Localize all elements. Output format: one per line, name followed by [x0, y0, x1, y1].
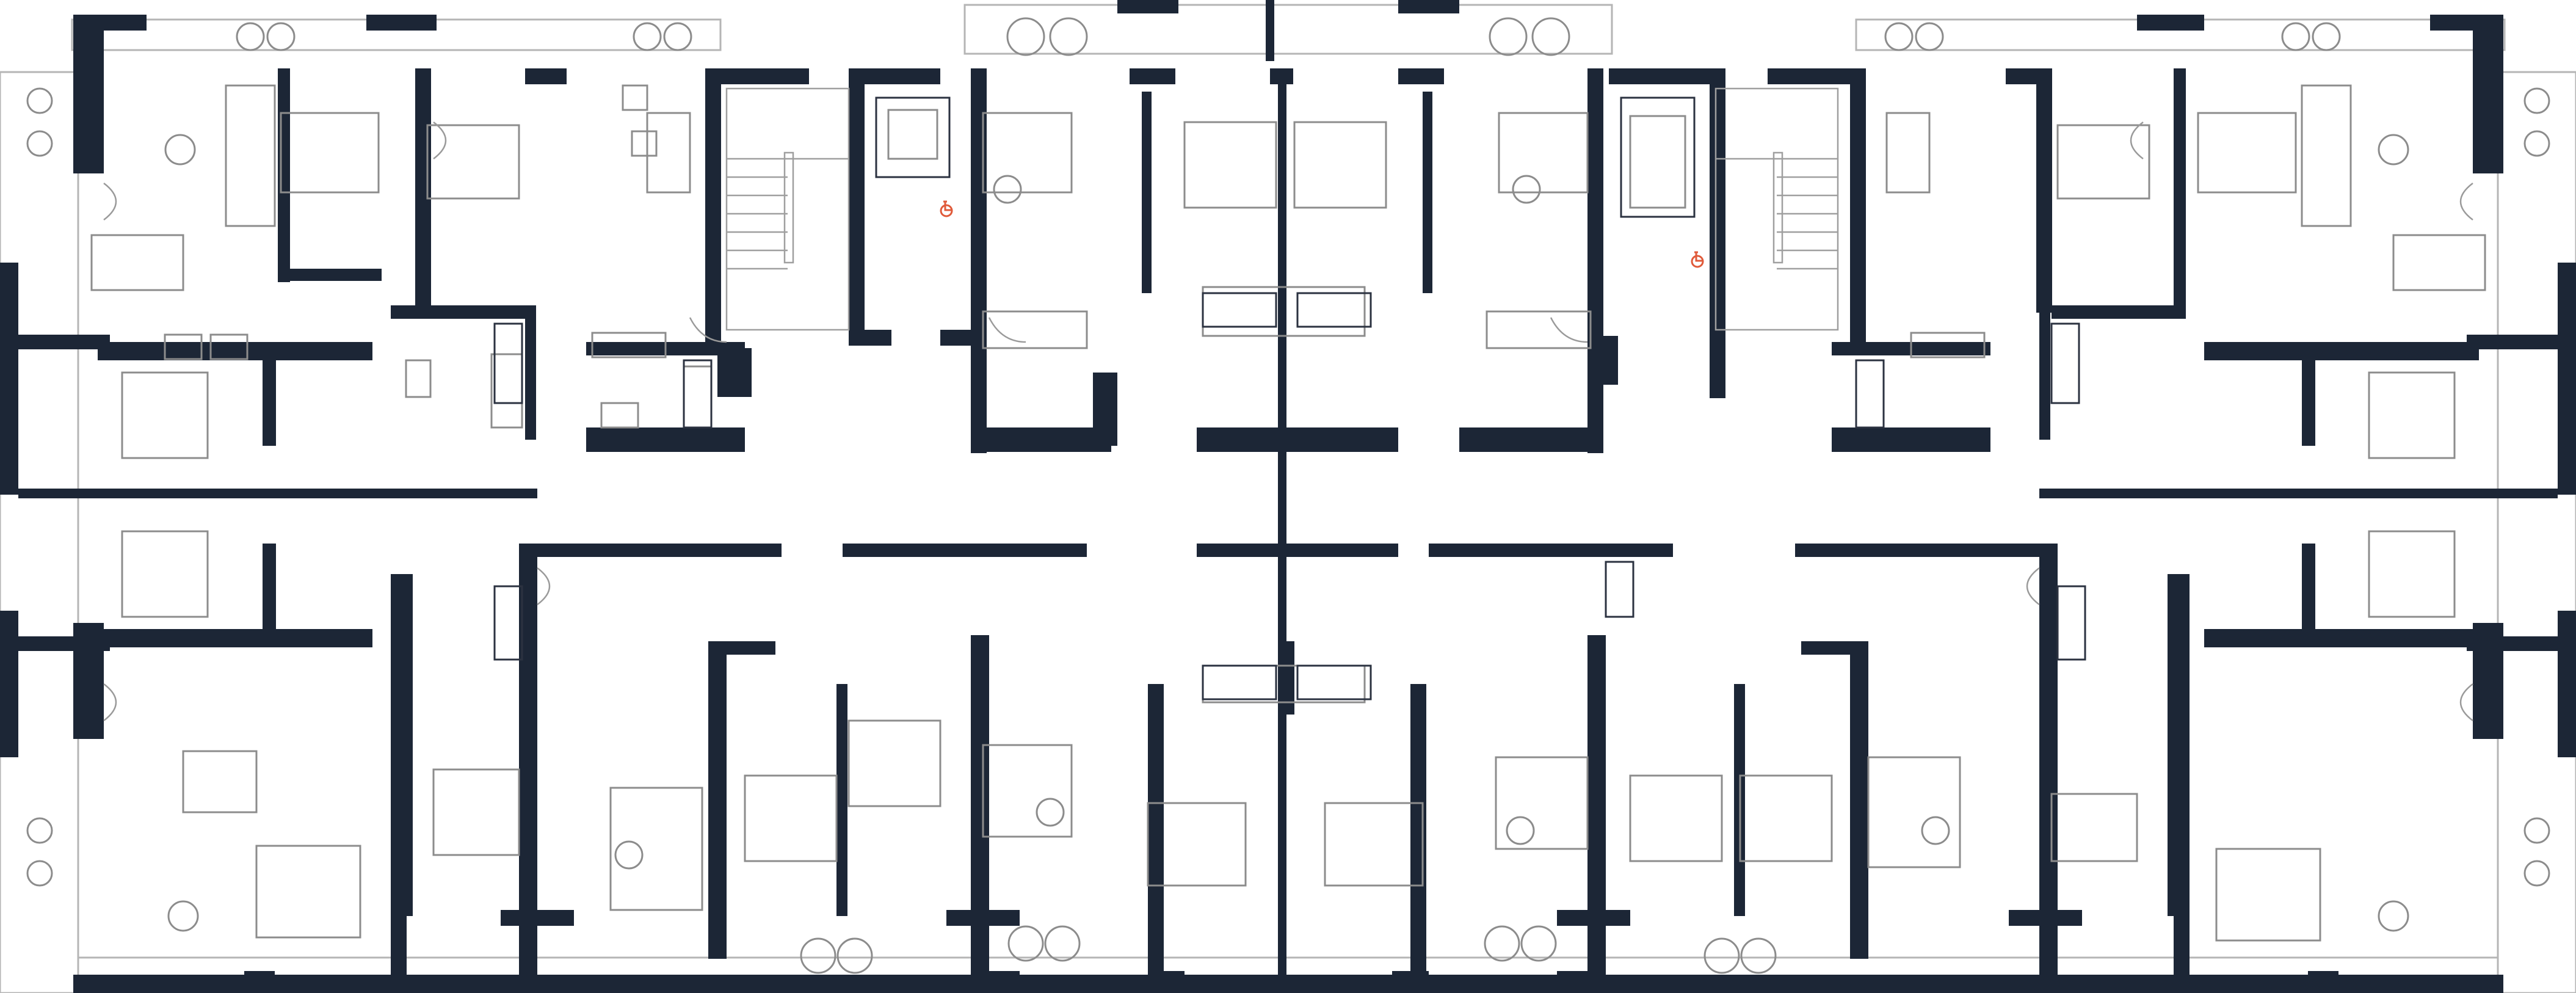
accessible-icon: [940, 200, 1704, 268]
balcony-outlines: [0, 4, 2576, 993]
stairwell-right: [1714, 87, 1839, 331]
lift-left: [875, 96, 951, 178]
lift-right: [1620, 96, 1696, 218]
stairwell-left: [725, 87, 850, 331]
door-swings: [103, 122, 2473, 721]
furniture: [26, 17, 2550, 974]
